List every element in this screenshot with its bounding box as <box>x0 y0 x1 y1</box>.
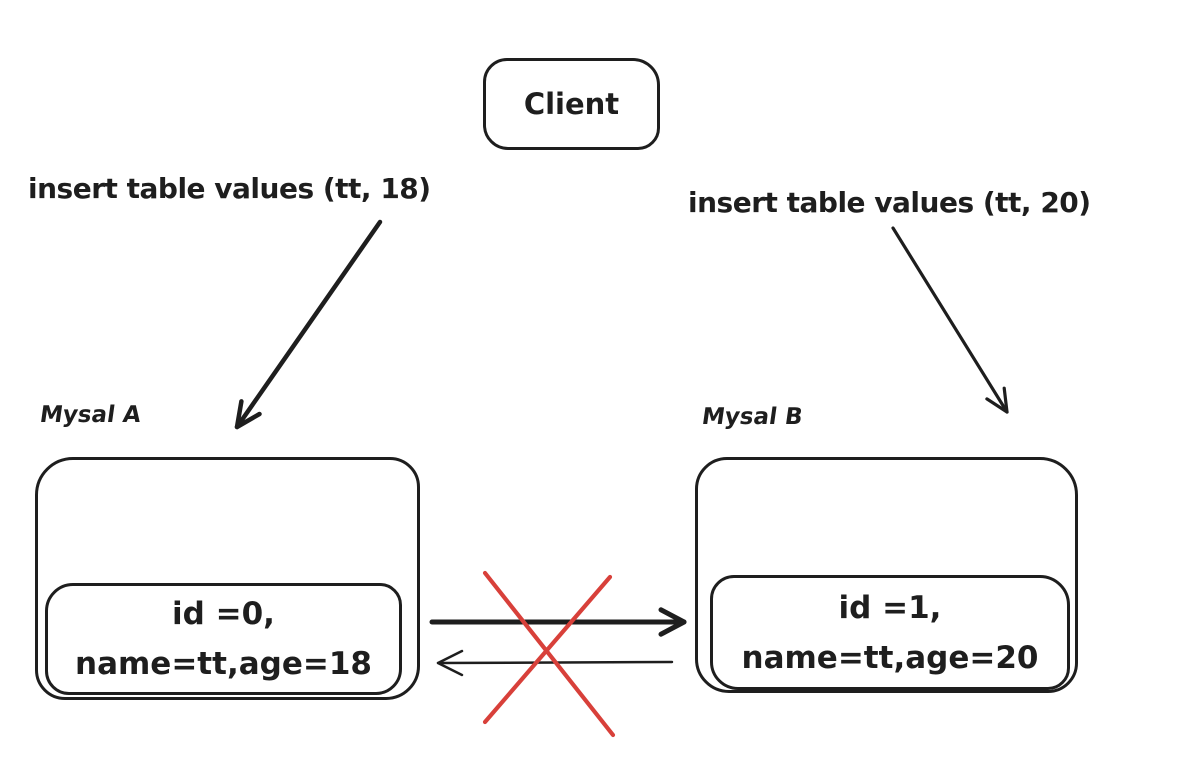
arrow-b-to-a <box>436 649 674 677</box>
client-node: Client <box>483 58 660 150</box>
node-b-box <box>695 457 1078 693</box>
record-line: name=tt,age=20 <box>741 639 1039 676</box>
node-a-record: id =0, name=tt,age=18 <box>45 583 402 695</box>
insert-request-label-b: insert table values (tt, 20) <box>688 186 1091 219</box>
client-node-label: Client <box>523 87 620 121</box>
record-line: id =1, <box>838 589 942 626</box>
record-line: id =0, <box>172 596 275 632</box>
node-b-record: id =1, name=tt,age=20 <box>710 575 1070 690</box>
arrow-a-to-b <box>429 607 687 637</box>
arrow-client-to-b <box>891 226 1009 414</box>
node-b-title: Mysal B <box>700 404 805 430</box>
node-a-box <box>35 457 420 700</box>
insert-request-label-a: insert table values (tt, 18) <box>28 172 431 205</box>
arrow-client-to-a <box>234 219 383 430</box>
node-a-title: Mysal A <box>38 402 143 428</box>
record-line: name=tt,age=18 <box>75 646 372 682</box>
red-x-icon <box>482 570 616 738</box>
